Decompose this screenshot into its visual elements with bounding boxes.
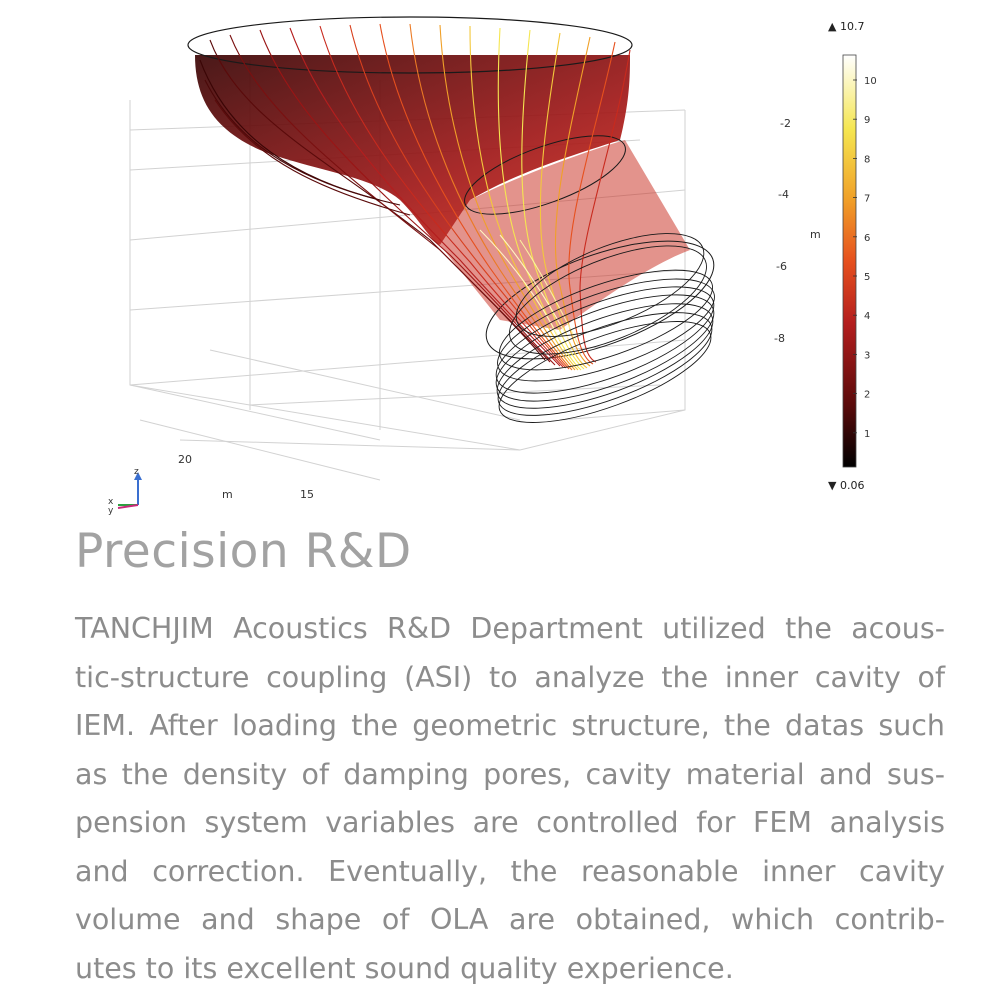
colorbar-tick-label: 2 <box>864 390 870 401</box>
colorbar-ticks: 10 9 8 7 6 5 4 3 2 1 <box>853 76 877 440</box>
z-tick-label: -8 <box>774 332 785 345</box>
section-heading: Precision R&D <box>75 524 412 579</box>
z-tick-label: -4 <box>778 188 789 201</box>
vertical-axis: -2 -4 -6 -8 m <box>774 117 821 345</box>
colorbar-tick-label: 7 <box>864 194 870 205</box>
description-line: pension system variables are controlled … <box>75 806 945 839</box>
description-line: volume and shape of OLA are obtained, wh… <box>75 903 945 936</box>
streamline-plot: -2 -4 -6 -8 m 20 15 m z x y ▲ 10.7 10987… <box>108 16 877 516</box>
y-tick-label: 15 <box>300 488 314 501</box>
description-paragraph: TANCHJIM Acoustics R&D Department utiliz… <box>75 605 945 993</box>
description-line: IEM. After loading the geometric structu… <box>75 709 945 742</box>
triad-z-label: z <box>134 467 139 477</box>
grid-box <box>129 60 686 481</box>
z-tick-label: -2 <box>780 117 791 130</box>
colorbar: ▲ 10.7 10 9 8 7 6 5 4 3 2 1 ▼ 0.06 <box>828 20 877 492</box>
description-line: as the density of damping pores, cavity … <box>75 757 945 791</box>
y-axis-unit: m <box>222 488 233 501</box>
description-line: and correction. Eventually, the reasonab… <box>75 854 945 888</box>
triad-x-label: x <box>108 497 114 507</box>
description-line: TANCHJIM Acoustics R&D Department utiliz… <box>75 612 945 645</box>
coil <box>495 233 715 423</box>
colorbar-tick-label: 3 <box>864 350 870 361</box>
colorbar-tick-label: 1 <box>864 429 870 440</box>
description-line: utes to its excellent sound quality expe… <box>75 951 734 985</box>
triad-y-label: y <box>108 506 114 516</box>
colorbar-tick-label: 5 <box>864 272 870 283</box>
colorbar-min-label: ▼ 0.06 <box>828 479 864 492</box>
description-line: tic-structure coupling (ASI) to analyze … <box>75 660 945 694</box>
colorbar-tick-label: 10 <box>864 76 877 87</box>
horizontal-axis: 20 15 m <box>178 453 314 501</box>
colorbar-max-label: ▲ 10.7 <box>828 20 864 33</box>
y-tick-label: 20 <box>178 453 192 466</box>
cavity-geometry <box>187 16 715 360</box>
colorbar-gradient <box>842 54 857 468</box>
colorbar-tick-label: 6 <box>864 233 870 244</box>
axis-triad: z x y <box>108 467 142 516</box>
colorbar-tick-label: 4 <box>864 311 870 322</box>
z-axis-unit: m <box>810 228 821 241</box>
z-tick-label: -6 <box>776 260 787 273</box>
colorbar-tick-label: 8 <box>864 154 870 165</box>
colorbar-tick-label: 9 <box>864 115 870 126</box>
